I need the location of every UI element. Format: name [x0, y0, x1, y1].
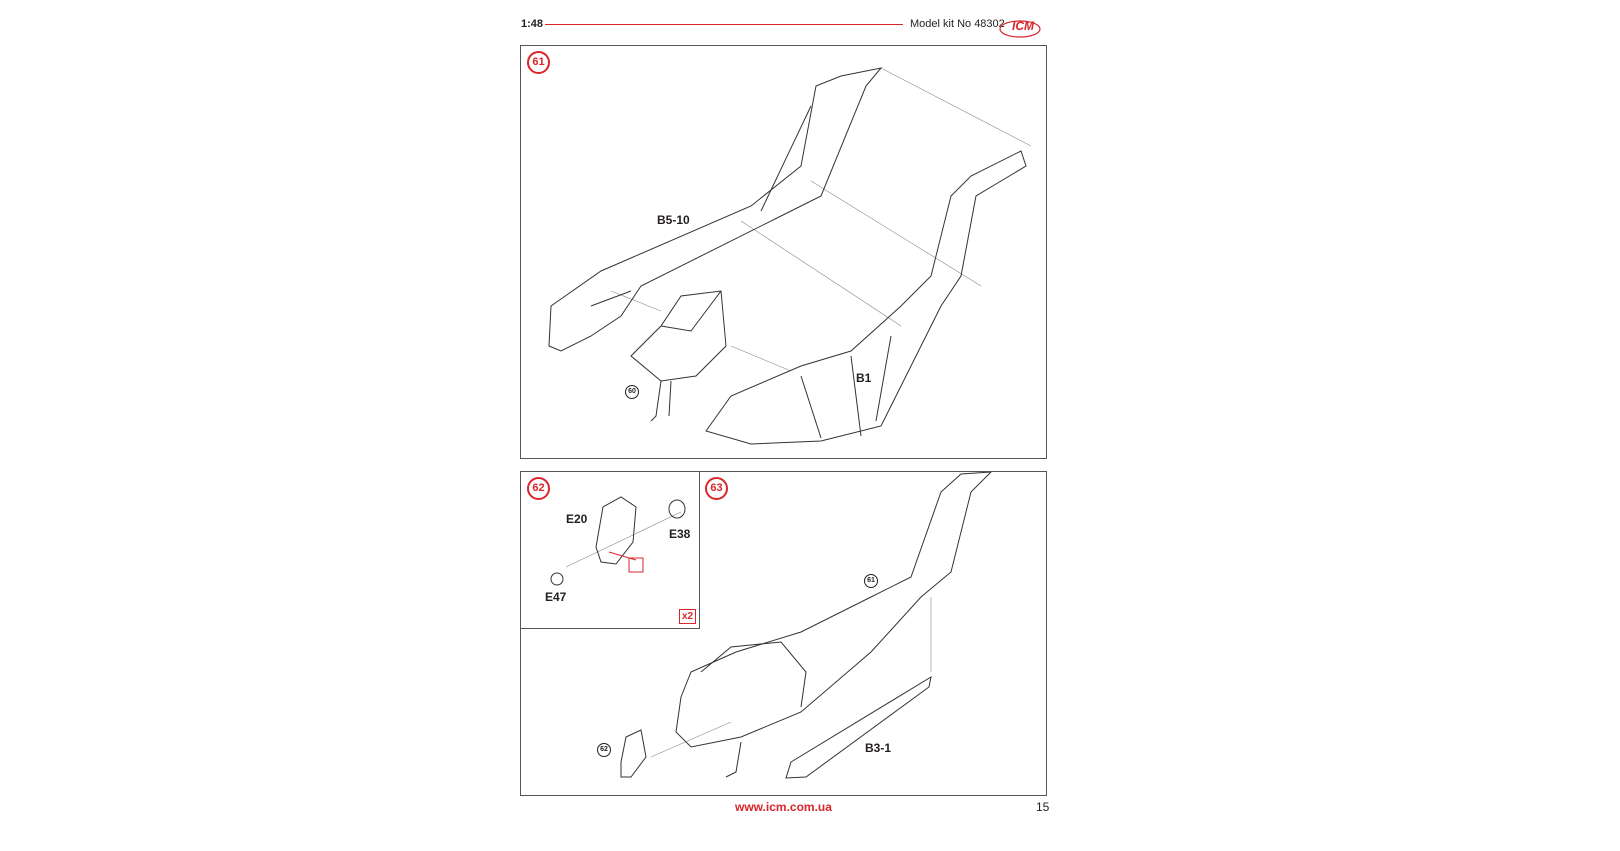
e38-part-drawing [668, 499, 686, 519]
ref-step-62: 62 [597, 743, 611, 757]
svg-text:ICM: ICM [1012, 19, 1035, 33]
part-label-e38: E38 [669, 527, 691, 541]
engine-cover-drawing [620, 729, 647, 778]
multiplier-badge: x2 [679, 609, 697, 624]
ref-step-60: 60 [625, 385, 639, 399]
step-62-panel: 62 E20 E38 E47 x2 [520, 471, 700, 629]
page-number: 15 [1036, 800, 1050, 814]
part-label-b3-1: B3-1 [865, 741, 892, 755]
scale-label: 1:48 [521, 18, 544, 30]
footer-url[interactable]: www.icm.com.ua [735, 800, 832, 814]
icm-logo: ICM [998, 14, 1048, 40]
e47-part-drawing [550, 572, 564, 586]
ref-step-61: 61 [864, 574, 878, 588]
step-number-63: 63 [705, 477, 728, 500]
step-number-62: 62 [527, 477, 550, 500]
tail-boom-left-half-drawing [548, 67, 883, 352]
kit-number: Model kit No 48302 [910, 18, 1005, 30]
part-label-e20: E20 [566, 512, 588, 526]
assembled-fuselage-drawing [675, 472, 992, 778]
glue-icon [628, 557, 644, 573]
step-61-panel: 61 B5-10 B1 60 [520, 45, 1047, 459]
b3-1-skid-drawing [785, 675, 932, 779]
header-rule [545, 24, 903, 25]
b1-fuselage-drawing [705, 150, 1027, 445]
guide-lines [610, 67, 1032, 372]
part-label-e47: E47 [545, 590, 567, 604]
step-number-61: 61 [527, 51, 550, 74]
cockpit-tub-drawing [630, 290, 727, 422]
e20-part-drawing [595, 496, 637, 565]
part-label-b1: B1 [856, 371, 872, 385]
part-label-b5-10: B5-10 [657, 213, 690, 227]
